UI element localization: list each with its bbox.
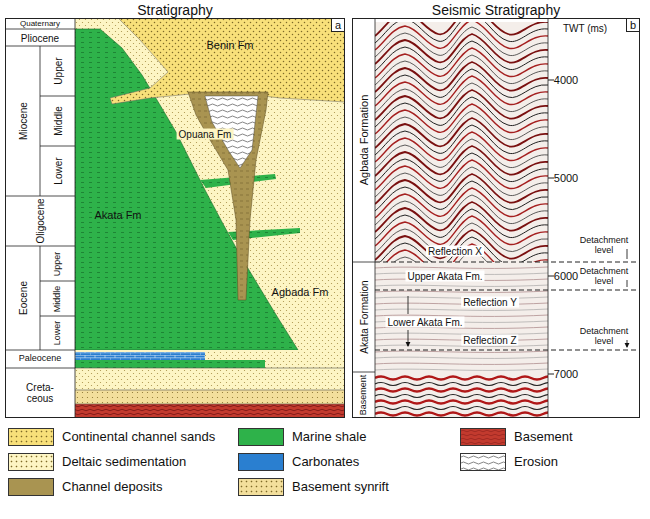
- seismic-frame: [352, 18, 640, 418]
- tick-value: 4000: [554, 74, 578, 86]
- seismic-section: [375, 6, 555, 418]
- tick-value: 7000: [554, 368, 578, 380]
- panel-title: Stratigraphy: [6, 2, 344, 18]
- epoch-label: Upper: [52, 57, 63, 84]
- tick-value: 5000: [554, 172, 578, 184]
- period-label: Paleocene: [19, 354, 62, 364]
- axis-title: TWT (ms): [563, 23, 607, 34]
- formation-label: Akata Fm: [94, 209, 141, 221]
- reflection-label: Reflection Z: [461, 335, 518, 346]
- legend-swatch: [238, 478, 284, 496]
- tick-value: 6000: [554, 270, 578, 282]
- legend-text: Deltaic sedimentation: [62, 452, 186, 472]
- panel-letter: a: [331, 18, 345, 32]
- reflection-label: Reflection Y: [461, 297, 519, 308]
- epoch-label: Lower: [52, 157, 63, 184]
- legend-swatch: [8, 478, 54, 496]
- period-label: Miocene: [17, 102, 28, 140]
- legend-text: Marine shale: [292, 427, 366, 447]
- legend-swatch: [8, 453, 54, 471]
- formation-column-label: Agbada Formation: [357, 95, 369, 186]
- epoch-label: Middle: [53, 285, 63, 312]
- unit-label: Upper Akata Fm.: [405, 271, 484, 282]
- formation-label: Opuana Fm: [177, 129, 234, 140]
- panel-frame: Seismic Stratigraphyb: [352, 18, 640, 418]
- unit-label: Lower Akata Fm.: [385, 317, 464, 328]
- legend-swatch: [238, 453, 284, 471]
- epoch-label: Lower: [53, 321, 63, 346]
- formation-column-label: Basement: [359, 375, 369, 416]
- period-label: Pliocene: [21, 32, 59, 43]
- time-scale-grid: [5, 18, 75, 418]
- formation-label: Agbada Fm: [272, 286, 329, 298]
- formation-label: Benin Fm: [206, 39, 253, 51]
- legend-text: Carbonates: [292, 452, 359, 472]
- legend-text: Erosion: [514, 452, 558, 472]
- panel-title: Seismic Stratigraphy: [353, 2, 639, 18]
- panel-letter: b: [626, 18, 640, 32]
- swatch-pattern: [461, 429, 505, 445]
- legend-swatch: [460, 453, 506, 471]
- epoch-label: Upper: [53, 251, 63, 276]
- period-label: Creta- ceous: [18, 382, 62, 404]
- epoch-label: Middle: [52, 106, 63, 135]
- legend-text: Basement: [514, 427, 573, 447]
- detachment-label: Detachment level: [577, 327, 631, 347]
- legend-text: Basement synrift: [292, 477, 389, 497]
- swatch-pattern: [461, 454, 505, 470]
- detachment-label: Detachment level: [577, 267, 631, 287]
- period-label: Eocene: [17, 281, 28, 315]
- formation-column-label: Akata Formation: [358, 280, 369, 353]
- period-label: Quaternary: [20, 19, 60, 28]
- reflection-label: Reflection X: [426, 246, 484, 257]
- legend-swatch: [238, 428, 284, 446]
- stratigraphic-chart: [75, 18, 345, 418]
- legend-text: Channel deposits: [62, 477, 162, 497]
- legend-text: Continental channel sands: [62, 427, 215, 447]
- period-label: Oligocene: [35, 198, 46, 243]
- legend-swatch: [460, 428, 506, 446]
- legend-swatch: [8, 428, 54, 446]
- detachment-label: Detachment level: [577, 236, 631, 256]
